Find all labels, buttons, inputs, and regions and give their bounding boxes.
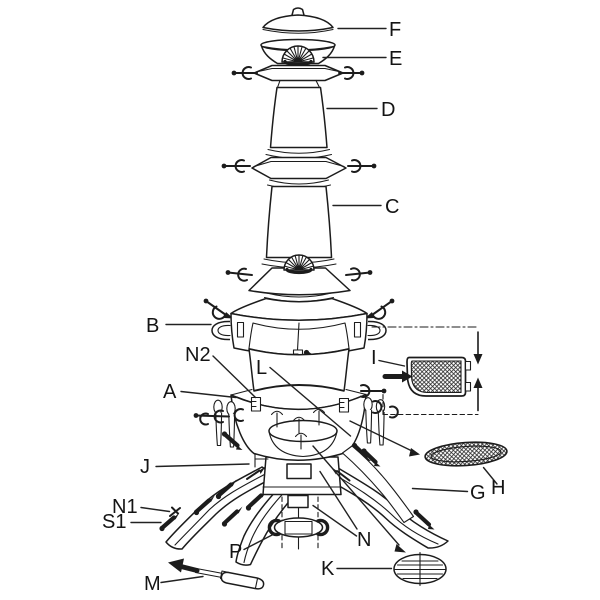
collar-2-screw-right bbox=[347, 159, 377, 173]
label-a: A bbox=[163, 381, 177, 403]
chimney-pipe-part-d bbox=[265, 79, 333, 160]
collar-1-screw-left bbox=[231, 66, 258, 80]
callout-h: H bbox=[482, 466, 505, 499]
callout-k: K bbox=[321, 558, 393, 580]
bowl-bolts bbox=[221, 431, 381, 467]
firebox-body bbox=[203, 297, 395, 392]
rim-screw-right bbox=[360, 384, 387, 398]
label-j: J bbox=[140, 456, 150, 478]
label-i: I bbox=[371, 347, 377, 369]
callouts: F E D C B N2 L I bbox=[102, 19, 505, 595]
callout-g: G bbox=[411, 482, 486, 504]
grill-plate-part-k bbox=[393, 551, 447, 587]
label-g: G bbox=[470, 482, 486, 504]
leg-mount-arrow-left bbox=[246, 466, 266, 480]
label-l: L bbox=[256, 357, 267, 379]
label-e: E bbox=[389, 48, 402, 70]
callout-d: D bbox=[326, 99, 395, 121]
screwdriver-tool-part-m bbox=[168, 558, 265, 590]
fire-bowl-part-a bbox=[193, 384, 399, 467]
collar-1 bbox=[231, 64, 365, 82]
label-k: K bbox=[321, 558, 335, 580]
callout-j: J bbox=[140, 456, 250, 478]
fan-vent-icon bbox=[283, 254, 315, 275]
callout-b: B bbox=[146, 315, 212, 337]
rim-screw-left bbox=[193, 409, 230, 424]
callout-p: P bbox=[229, 532, 276, 563]
screen-h-pointer-arrow bbox=[349, 420, 420, 457]
leg-rear-right bbox=[341, 445, 415, 524]
collar-2-screw-left bbox=[221, 159, 251, 173]
insert-arrow-up-icon bbox=[473, 377, 483, 412]
callout-a: A bbox=[163, 381, 237, 403]
collar-1-screw-right bbox=[338, 66, 365, 80]
callout-s1: S1 bbox=[102, 511, 162, 533]
callout-i: I bbox=[371, 347, 406, 369]
nut-part-n1 bbox=[169, 506, 181, 517]
callout-n1: N1 bbox=[112, 496, 171, 518]
label-h: H bbox=[491, 477, 505, 499]
mesh-screen-part-h bbox=[424, 441, 508, 467]
rim-clip-right bbox=[338, 397, 350, 413]
leg-left-outer bbox=[165, 466, 277, 550]
label-m: M bbox=[144, 573, 161, 595]
callout-n2: N2 bbox=[185, 344, 257, 399]
rear-leg-pins-right bbox=[363, 397, 399, 446]
label-b: B bbox=[146, 315, 159, 337]
label-c: C bbox=[385, 196, 399, 218]
collar-3 bbox=[225, 254, 373, 303]
collar-2 bbox=[221, 156, 377, 190]
bolt-part-s1 bbox=[159, 512, 180, 532]
insert-arrow-down-icon bbox=[473, 331, 483, 365]
label-s1: S1 bbox=[102, 511, 126, 533]
callout-n: N bbox=[312, 470, 371, 551]
mesh-door-assembly-part-i bbox=[371, 326, 483, 416]
label-p: P bbox=[229, 541, 242, 563]
label-f: F bbox=[389, 19, 401, 41]
callout-l: L bbox=[256, 357, 352, 437]
label-n1: N1 bbox=[112, 496, 138, 518]
rim-clip-left-part-n2 bbox=[250, 396, 262, 412]
collar-3-screw-right bbox=[345, 267, 373, 282]
handle-left-part-b bbox=[211, 320, 245, 341]
vent-tier-part-e bbox=[260, 38, 336, 70]
label-d: D bbox=[381, 99, 395, 121]
label-n: N bbox=[357, 529, 371, 551]
callout-f: F bbox=[337, 19, 401, 41]
rain-cap-part-f bbox=[262, 7, 334, 34]
callout-e: E bbox=[322, 48, 402, 70]
shoulder-screw-right bbox=[364, 298, 395, 320]
shoulder-screw-left bbox=[203, 298, 234, 320]
fan-vent-icon bbox=[281, 45, 315, 67]
collar-3-screw-left bbox=[225, 267, 253, 282]
callout-c: C bbox=[332, 196, 399, 218]
base-door-part-p bbox=[267, 517, 330, 538]
grill-k-pointer-arrow bbox=[312, 445, 406, 553]
install-arrow-icon bbox=[382, 370, 413, 383]
label-n2: N2 bbox=[185, 344, 211, 366]
mesh-door bbox=[406, 356, 472, 397]
handle-right bbox=[353, 320, 387, 341]
chimney-pipe-part-c bbox=[261, 185, 337, 269]
callout-m: M bbox=[144, 573, 204, 595]
